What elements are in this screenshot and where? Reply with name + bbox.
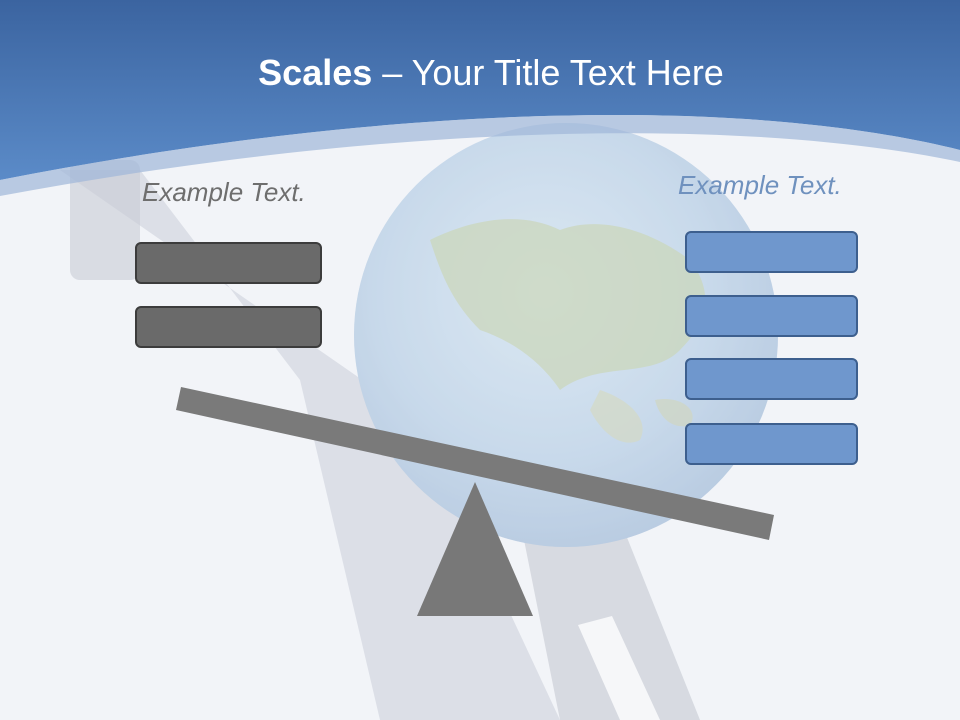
left-box-2[interactable]: [135, 306, 322, 348]
title-bold: Scales: [258, 52, 373, 93]
scale-beam: [176, 387, 774, 540]
left-example-text[interactable]: Example Text.: [142, 177, 306, 207]
slide-title[interactable]: Scales – Your Title Text Here: [0, 52, 960, 94]
right-box-2[interactable]: [685, 295, 858, 337]
left-box-1[interactable]: [135, 242, 322, 284]
right-box-1[interactable]: [685, 231, 858, 273]
right-box-4[interactable]: [685, 423, 858, 465]
right-box-3[interactable]: [685, 358, 858, 400]
fulcrum-triangle: [417, 482, 533, 616]
right-example-text[interactable]: Example Text.: [678, 170, 842, 200]
title-rest: – Your Title Text Here: [372, 52, 724, 93]
